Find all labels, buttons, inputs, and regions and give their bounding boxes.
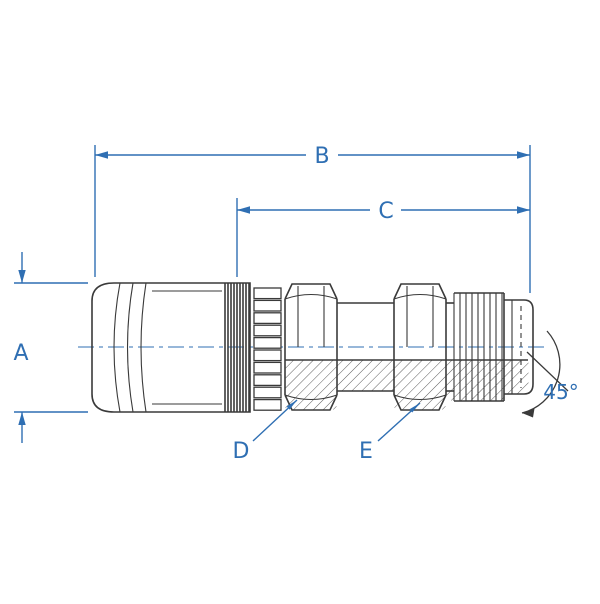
dimension-c-label: C [378, 199, 393, 224]
section-hatch [285, 360, 529, 410]
callout-d: D [233, 399, 298, 464]
dimension-b-label: B [314, 144, 329, 169]
ferrule [91, 282, 251, 413]
hex-nut-2 [393, 283, 447, 411]
body-shaft [337, 302, 454, 392]
dimension-b: B [94, 144, 531, 293]
callout-e-label: E [359, 439, 373, 464]
flare-nose [503, 293, 534, 401]
thread-section [453, 292, 504, 402]
flare-angle-annotation: 45° [521, 330, 579, 418]
dimension-c: C [236, 198, 530, 277]
knurl-band [224, 283, 250, 412]
ribbed-collar [253, 287, 282, 411]
callout-d-label: D [233, 439, 250, 464]
callout-e: E [359, 402, 421, 464]
flare-angle-label: 45° [543, 380, 578, 404]
hex-nut-1 [284, 283, 338, 411]
fitting-body [91, 282, 534, 413]
dimension-a-label: A [13, 341, 28, 366]
dimension-a: A [13, 252, 88, 443]
